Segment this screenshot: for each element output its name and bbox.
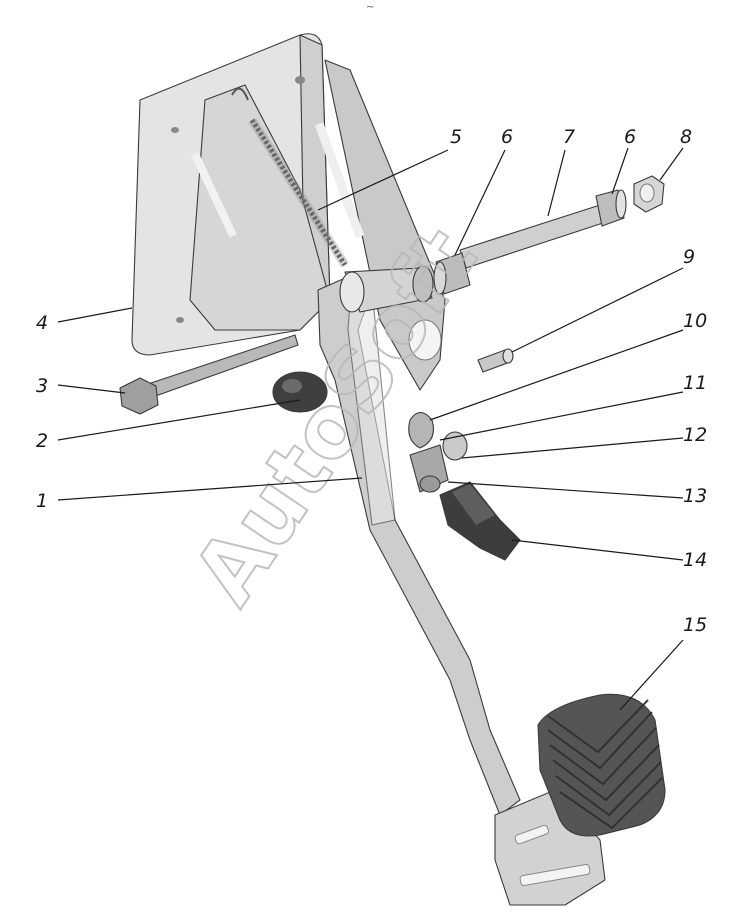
top-mark: ~ [366,2,374,13]
pivot-shaft [433,189,627,295]
switch-pin [477,348,514,373]
pedal-switch [439,481,521,561]
callout-11: 11 [683,372,707,394]
callout-6a: 6 [501,126,513,148]
callout-5: 5 [450,126,462,148]
callout-14: 14 [683,549,707,571]
callout-13: 13 [683,485,707,507]
callout-labels: 1 2 3 4 5 6 7 6 8 9 10 11 12 13 14 15 [36,126,707,636]
pivot-bolt [119,334,299,415]
switch-linkage [408,411,468,493]
callout-9: 9 [683,246,695,268]
pedal-hub [339,265,434,313]
callout-12: 12 [683,424,707,446]
callout-15: 15 [683,614,707,636]
callout-6b: 6 [624,126,636,148]
leader-lines [57,147,684,711]
mounting-bracket [131,33,446,391]
callout-4: 4 [36,312,48,334]
callout-10: 10 [683,310,707,332]
callout-3: 3 [36,375,48,397]
return-spring [231,87,349,268]
callout-7: 7 [563,126,575,148]
callout-1: 1 [36,490,48,512]
cap-nut [633,175,665,213]
pedal-pad [494,693,666,906]
callout-2: 2 [36,430,48,452]
callout-8: 8 [680,126,692,148]
